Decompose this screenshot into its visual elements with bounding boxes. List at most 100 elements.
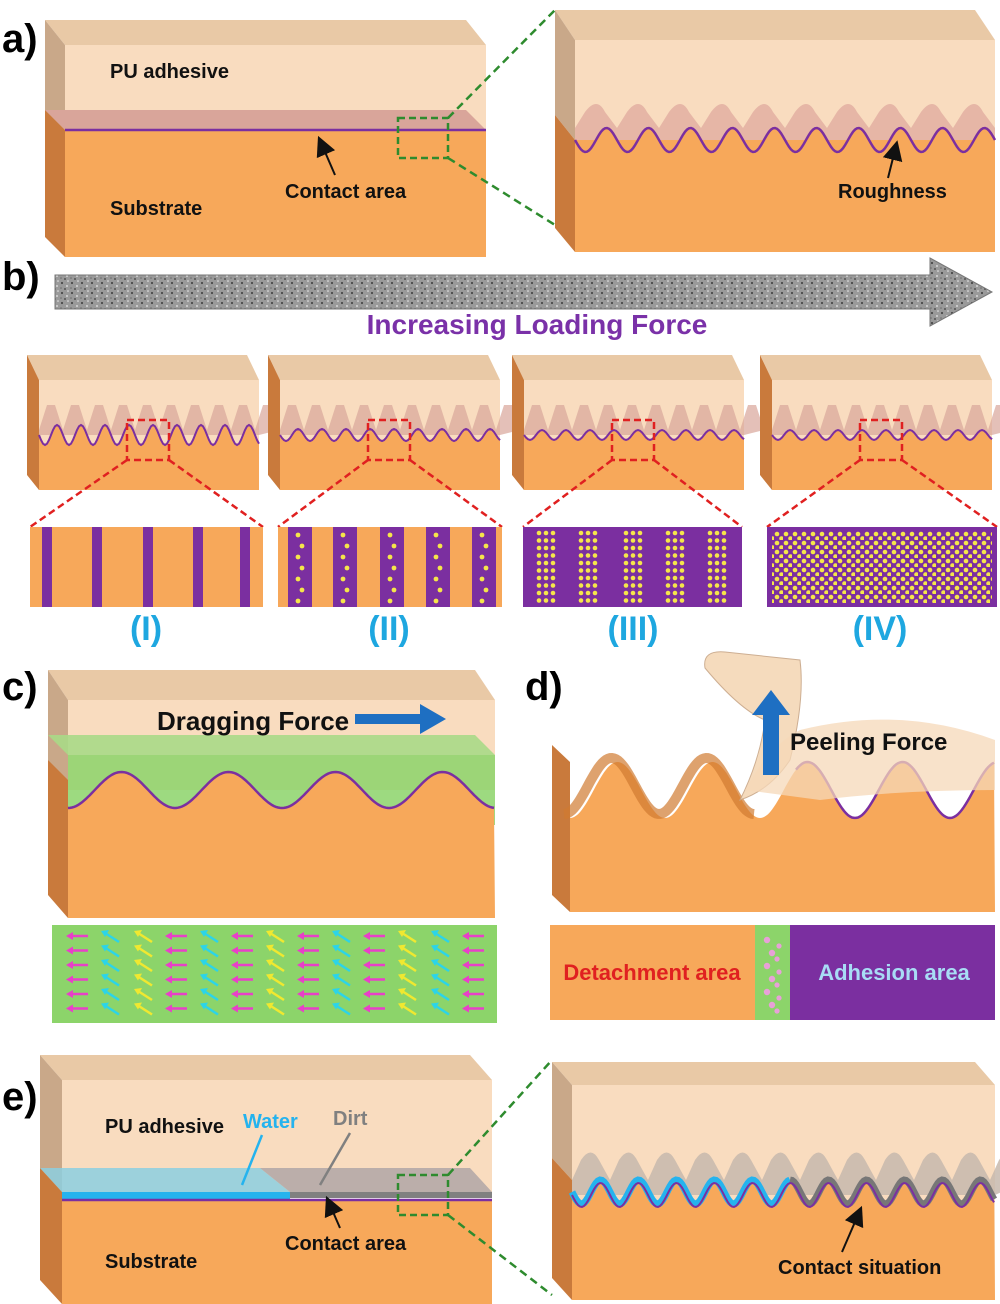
contact-dot (707, 530, 713, 536)
contact-dot (592, 598, 598, 603)
contact-dot (340, 576, 346, 582)
shear-arrow-head (363, 990, 370, 998)
contact-dot (295, 598, 301, 604)
label-peeling-force: Peeling Force (790, 729, 947, 756)
label-contact-situation: Contact situation (778, 1257, 941, 1279)
label-contact-area-e: Contact area (285, 1233, 407, 1255)
stage-zoom-line-left (277, 458, 369, 529)
label-substrate-e: Substrate (105, 1251, 197, 1273)
contact-dot (637, 575, 643, 581)
shear-arrow (401, 975, 417, 987)
transition-dot (774, 956, 780, 962)
contact-dot (721, 538, 727, 543)
peeling-force-arrow (752, 690, 790, 775)
contact-dot (721, 583, 727, 588)
contact-dot (630, 553, 636, 558)
contact-dot (665, 590, 671, 596)
contact-dot (665, 530, 671, 536)
label-substrate-a: Substrate (110, 198, 202, 220)
stage-label-ii: (II) (368, 610, 410, 648)
contact-dot (707, 598, 713, 603)
contact-dot (721, 590, 727, 596)
contact-dot (391, 543, 397, 549)
contact-dot (543, 598, 549, 603)
contact-dot (707, 590, 713, 596)
shear-arrow (203, 975, 219, 987)
contact-dot (550, 538, 556, 543)
contact-dot (672, 598, 678, 603)
contact-dot (707, 538, 713, 543)
contact-dot (479, 554, 485, 560)
contact-dot (623, 545, 629, 551)
shear-arrow (434, 946, 450, 958)
transition-dots (763, 936, 782, 1014)
stage-zoom-box (125, 418, 171, 462)
contact-dot (714, 598, 720, 603)
contact-dot (672, 568, 678, 573)
contact-dot (479, 532, 485, 538)
contact-dot (483, 587, 489, 593)
contact-dot (630, 560, 636, 566)
contact-dot (679, 598, 685, 603)
arrow-contact-situation (841, 1205, 864, 1253)
adhesion-strip (790, 925, 995, 1020)
shear-arrow-head (332, 959, 340, 966)
shear-arrow-head (134, 1002, 142, 1010)
shear-arrow-head (165, 990, 172, 998)
transition-dot (768, 949, 776, 957)
contact-dot (630, 590, 636, 596)
shear-arrow-head (297, 1004, 304, 1013)
stage-block-side (27, 355, 39, 490)
panel-label-e: e) (2, 1075, 38, 1119)
shear-arrow-head (398, 1002, 406, 1010)
contact-dot (714, 568, 720, 573)
shear-arrow-head (101, 1002, 109, 1010)
contact-dot (679, 575, 685, 581)
contact-dot (299, 543, 305, 549)
transition-dot (763, 988, 771, 996)
contact-dot (340, 532, 346, 538)
contact-dot (550, 568, 556, 573)
contact-dot (665, 545, 671, 551)
zoom-box-a (396, 116, 450, 160)
contact-dot (672, 545, 678, 551)
shear-arrow (104, 1004, 120, 1016)
shear-arrow (269, 975, 285, 987)
stage-interface (38, 423, 260, 447)
contact-strips (30, 527, 997, 607)
contact-dot (721, 545, 727, 551)
panel-label-a: a) (2, 17, 38, 61)
contact-dot (550, 545, 556, 551)
contact-dot (630, 583, 636, 588)
contact-dot (483, 543, 489, 549)
shear-arrow (335, 989, 351, 1002)
block-a-left (45, 20, 486, 257)
contact-dot (679, 553, 685, 558)
contact-dot (299, 587, 305, 593)
contact-dot (637, 553, 643, 558)
contact-dot (637, 598, 643, 603)
shear-arrow-head (332, 930, 340, 937)
shear-arrow (269, 960, 285, 973)
stage-zoom-line-right (409, 458, 503, 529)
shear-arrow-head (66, 932, 73, 940)
contact-dot (578, 568, 584, 573)
contact-dot (707, 568, 713, 573)
contact-dot (721, 598, 727, 603)
contact-dot (623, 538, 629, 543)
contact-dot (714, 538, 720, 543)
shear-arrow-head (297, 990, 304, 998)
shear-arrow (401, 960, 417, 973)
stage-block-side (512, 355, 524, 490)
contact-dot (585, 530, 591, 536)
label-detachment-area: Detachment area (563, 960, 741, 985)
contact-dot (707, 560, 713, 566)
shear-arrow (203, 946, 219, 958)
contact-dot (295, 554, 301, 560)
shear-arrow-head (200, 988, 208, 995)
shear-arrow-head (431, 944, 439, 952)
contact-dot (707, 545, 713, 551)
shear-arrow-head (165, 961, 172, 969)
contact-dot (630, 530, 636, 536)
transition-dot (776, 995, 782, 1001)
